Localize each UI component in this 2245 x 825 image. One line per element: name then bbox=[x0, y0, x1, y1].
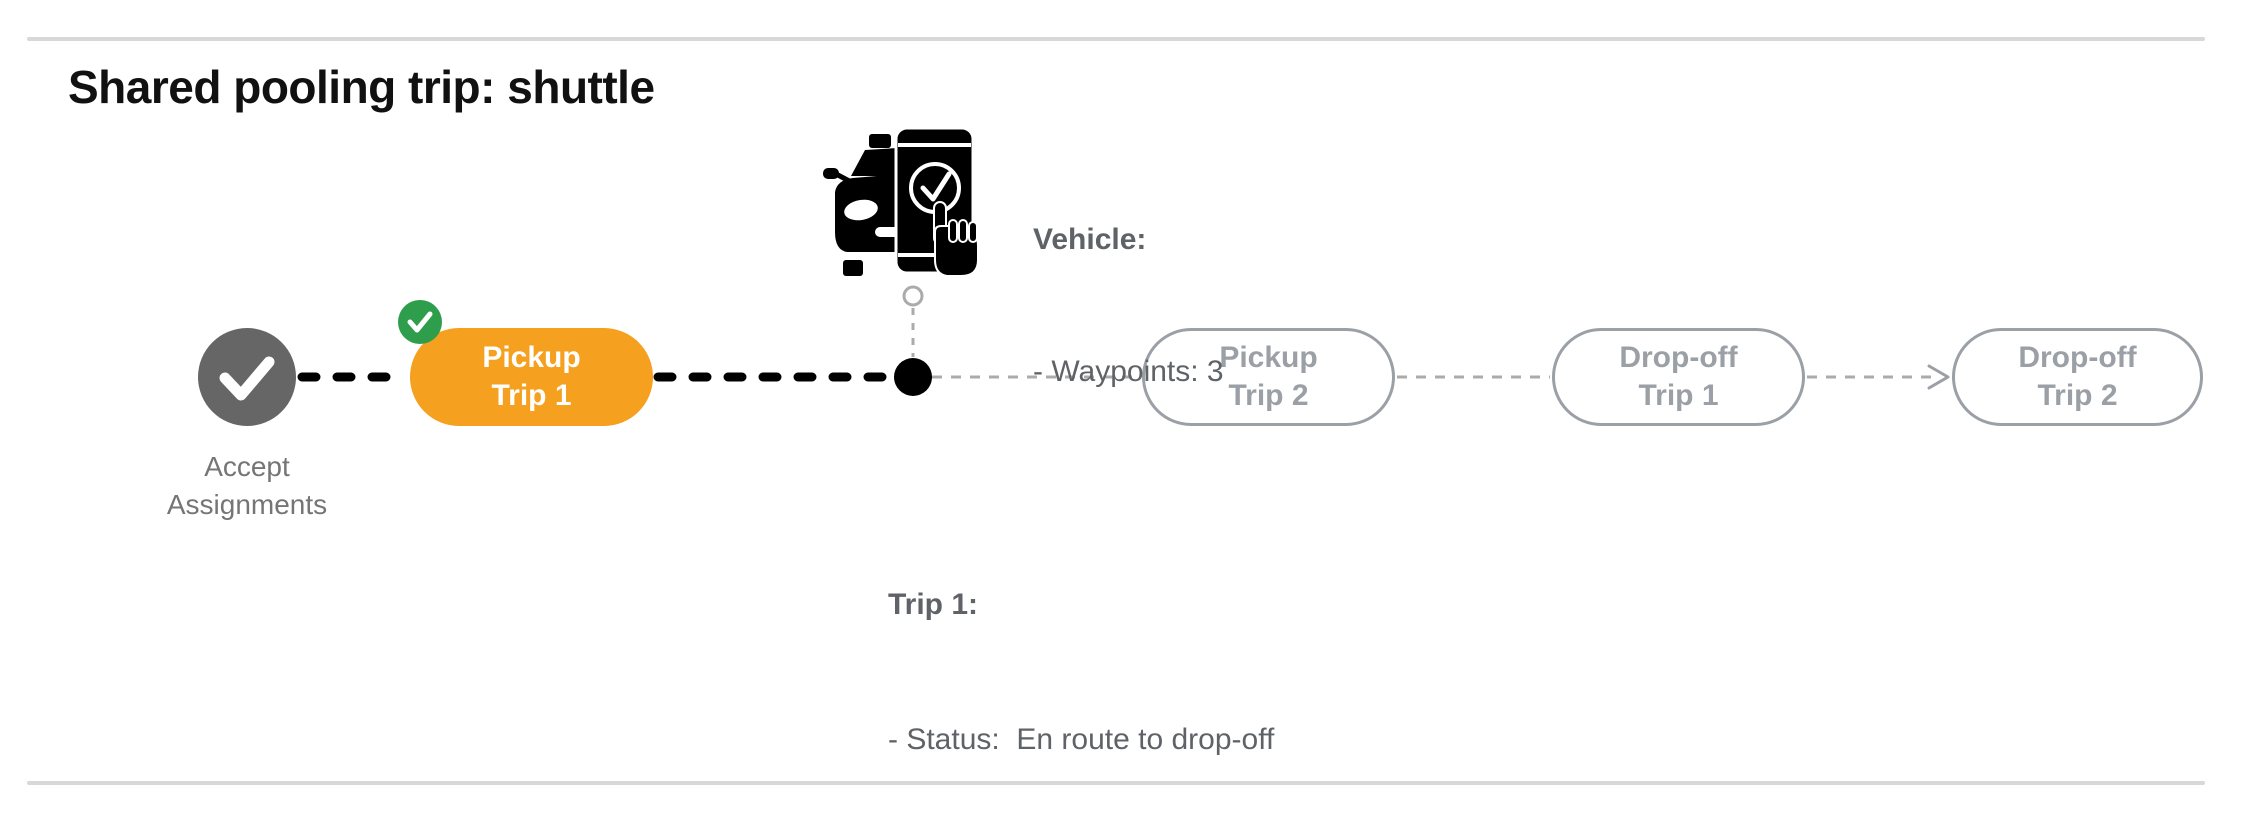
arrowhead-icon bbox=[1927, 364, 1950, 390]
trip-1-title: Trip 1: bbox=[888, 588, 979, 621]
vehicle-anchor-circle bbox=[902, 285, 924, 307]
vehicle-info-line: - Waypoints: 3 bbox=[1033, 355, 1224, 388]
vehicle-info-title: Vehicle: bbox=[1033, 223, 1147, 256]
trip-info: Trip 1: - Status: En route to drop-off -… bbox=[888, 492, 1274, 825]
current-position-dot bbox=[894, 358, 932, 396]
node-pickup-trip-1: Pickup Trip 1 bbox=[410, 328, 653, 426]
node-pickup-trip-2: Pickup Trip 2 bbox=[1142, 328, 1395, 426]
node-accept-assignments-label: Accept Assignments bbox=[166, 451, 328, 520]
checkmark-icon bbox=[219, 356, 275, 401]
top-divider bbox=[27, 37, 2205, 41]
node-accept-assignments bbox=[198, 328, 296, 426]
vehicle-info: Vehicle: - Waypoints: 3 bbox=[1033, 130, 1224, 482]
vehicle-phone-check-icon bbox=[823, 126, 979, 277]
node-dropoff-trip-1: Drop-off Trip 1 bbox=[1552, 328, 1805, 426]
checkmark-icon bbox=[407, 311, 433, 333]
green-check-badge bbox=[398, 300, 442, 344]
trip-1-status: - Status: En route to drop-off bbox=[888, 723, 1275, 756]
bottom-divider bbox=[27, 781, 2205, 785]
node-dropoff-trip-2: Drop-off Trip 2 bbox=[1952, 328, 2203, 426]
page-title: Shared pooling trip: shuttle bbox=[68, 61, 655, 113]
